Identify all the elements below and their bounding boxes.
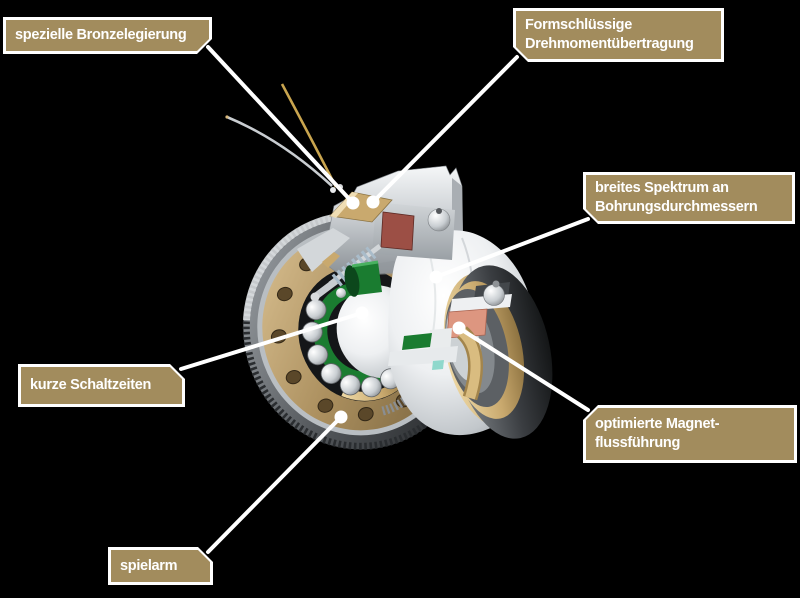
callout-label: kurze Schaltzeiten <box>21 367 182 404</box>
leader-bore-spectrum <box>434 217 590 279</box>
leader-form-fit-torque <box>371 55 519 204</box>
callout-bronze-alloy: spezielle Bronzelegierung <box>3 17 212 54</box>
leader-lines <box>179 45 590 554</box>
callout-label: Formschlüssige Drehmomentübertragung <box>516 11 721 59</box>
leader-dot <box>366 195 380 209</box>
seal-teal <box>432 360 444 370</box>
callout-low-backlash: spielarm <box>108 547 213 585</box>
leader-dots <box>334 195 466 424</box>
callout-short-switching: kurze Schaltzeiten <box>18 364 185 407</box>
callout-label: optimierte Magnet- flussführung <box>586 408 794 460</box>
leader-dot <box>346 196 360 210</box>
callout-label: breites Spektrum an Bohrungsdurchmessern <box>586 175 792 221</box>
pressure-spring <box>331 246 377 287</box>
rim-highlight <box>242 212 472 450</box>
callout-bore-spectrum: breites Spektrum an Bohrungsdurchmessern <box>583 172 795 224</box>
leader-dot <box>429 270 443 284</box>
callout-form-fit-torque: Formschlüssige Drehmomentübertragung <box>513 8 724 62</box>
leader-dot <box>334 410 348 424</box>
green-strip <box>402 333 432 350</box>
adjuster-bolt <box>313 278 339 299</box>
rim-cut-face <box>297 228 350 272</box>
leader-bronze-alloy <box>206 45 355 205</box>
leader-dot <box>452 321 466 335</box>
callout-magnet-flux: optimierte Magnet- flussführung <box>583 405 797 463</box>
leader-dot <box>355 306 369 320</box>
callout-label: spezielle Bronzelegierung <box>6 20 209 51</box>
gold-band <box>458 328 481 400</box>
cables <box>225 83 343 193</box>
leader-short-switching <box>179 311 364 371</box>
leader-magnet-flux <box>457 326 590 412</box>
rim-bronze-sliver <box>322 252 340 268</box>
leader-low-backlash <box>206 415 343 554</box>
steel-ball-right <box>483 284 505 306</box>
excitation-coil <box>380 211 415 251</box>
cable-silver <box>226 115 333 187</box>
callout-label: spielarm <box>111 550 210 582</box>
